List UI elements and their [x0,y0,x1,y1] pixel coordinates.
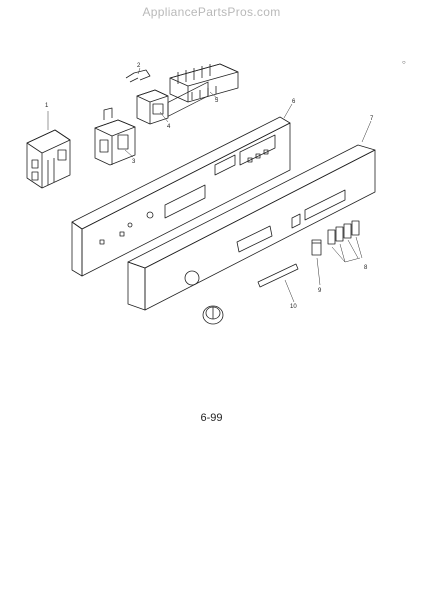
part-5-selector-switch[interactable] [169,63,239,103]
selector-knob[interactable] [202,305,224,325]
callout-8: 8 [364,265,368,271]
part-7-control-fascia[interactable] [127,144,376,311]
part-3-switch-housing[interactable] [94,107,136,166]
part-8-push-buttons[interactable] [327,220,360,245]
callout-3: 3 [132,159,136,165]
callout-7: 7 [370,116,374,122]
callout-4: 4 [167,124,171,130]
part-4-relay-block[interactable] [136,89,169,125]
callout-9: 9 [318,288,322,294]
callout-5: 5 [215,98,219,104]
watermark: AppliancePartsPros.com [142,5,281,19]
part-10-lens-strip[interactable] [257,263,299,288]
part-2-wire-clip[interactable] [125,69,151,83]
callout-2: 2 [137,63,141,69]
callout-6: 6 [292,99,296,105]
callout-10: 10 [290,304,297,310]
callout-1: 1 [45,103,49,109]
leader-lines [47,67,372,303]
part-1-control-module[interactable] [26,129,71,189]
corner-mark: ○ [402,60,406,66]
part-9-button[interactable] [311,239,322,256]
figure-number: 6-99 [200,412,223,424]
part-6-console-panel[interactable] [71,81,291,277]
